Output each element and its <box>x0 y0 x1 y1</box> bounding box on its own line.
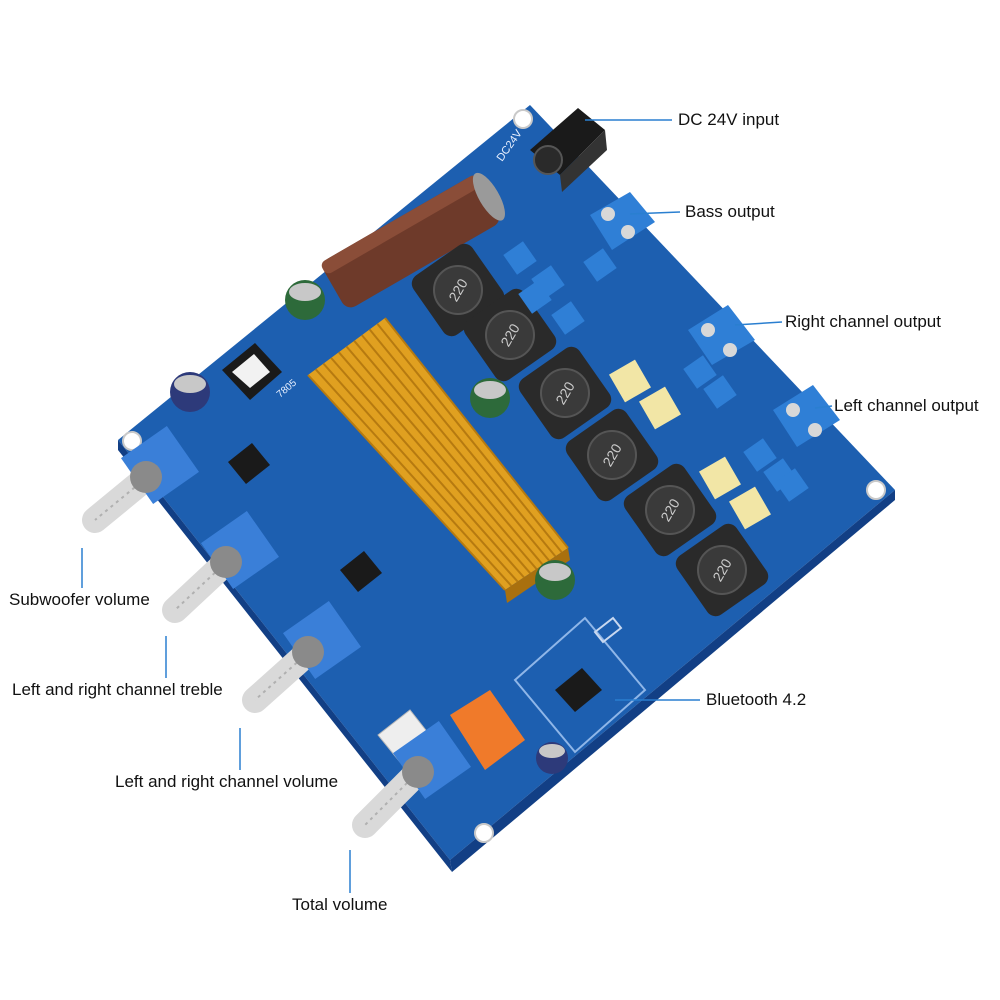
smd-capacitor <box>743 438 777 472</box>
lr-volume-pot <box>242 601 361 713</box>
electrolytic-capacitor <box>536 742 568 774</box>
heatsink <box>307 317 570 603</box>
treble-label: Left and right channel treble <box>12 680 223 699</box>
left-output-terminal <box>773 385 840 447</box>
heatsink-fin <box>338 351 531 574</box>
mount-hole <box>866 480 886 500</box>
heatsink-fin <box>307 374 506 591</box>
mount-hole <box>513 109 533 129</box>
relay <box>450 690 525 770</box>
mount-hole <box>474 823 494 843</box>
heatsink-fin <box>384 317 569 549</box>
inductor: 220 <box>675 523 769 617</box>
heatsink-fin <box>368 328 557 558</box>
film-capacitor <box>639 386 681 430</box>
film-capacitor <box>609 359 651 403</box>
smd-capacitor <box>775 468 809 502</box>
bluetooth-module <box>513 616 647 754</box>
inductor: 220 <box>518 346 612 440</box>
right-output-terminal <box>688 305 755 365</box>
pcb-edge <box>450 490 895 872</box>
dc-jack <box>530 108 607 192</box>
electrolytic-capacitor <box>470 378 510 418</box>
inductor: 220 <box>411 243 505 337</box>
film-capacitor <box>699 456 741 500</box>
bass-output-label: Bass output <box>685 202 775 221</box>
heatsink-fin <box>361 334 550 562</box>
bass-output-terminal <box>590 192 655 250</box>
ic-chip <box>228 443 270 484</box>
heatsink-fin <box>330 357 525 579</box>
bulk-capacitor <box>321 172 505 308</box>
left-output-label: Left channel output <box>834 396 979 415</box>
smd-capacitor <box>518 280 552 314</box>
subwoofer-volume-label: Subwoofer volume <box>9 590 150 609</box>
smd-capacitor <box>503 241 537 275</box>
total-volume-label: Total volume <box>292 895 388 914</box>
inductor: 220 <box>623 463 717 557</box>
heatsink-fin <box>345 345 538 570</box>
bluetooth-label: Bluetooth 4.2 <box>706 690 807 709</box>
total-volume-pot <box>352 721 471 838</box>
right-output-label: Right channel output <box>785 312 941 331</box>
film-capacitor <box>729 486 771 530</box>
smd-capacitor <box>583 248 617 282</box>
mount-hole <box>122 431 142 451</box>
heatsink-fin <box>353 340 544 566</box>
treble-pot <box>162 511 279 623</box>
inductor: 220 <box>565 408 659 502</box>
smd-capacitor <box>703 375 737 409</box>
dc-input-label: DC 24V input <box>678 110 780 129</box>
leader-lines <box>81 119 833 893</box>
electrolytic-capacitor <box>170 372 210 412</box>
heatsink-fin <box>376 323 563 553</box>
lr-volume-label: Left and right channel volume <box>115 772 339 791</box>
leader-right-output <box>734 321 783 326</box>
heatsink-fin <box>322 362 519 583</box>
smd-capacitor <box>551 301 585 335</box>
leader-left-output <box>814 405 833 409</box>
smd-capacitor <box>683 355 717 389</box>
voltage-regulator <box>222 343 282 400</box>
electrolytic-capacitor <box>285 280 325 320</box>
leader-bass-output <box>629 211 681 215</box>
electrolytic-capacitor <box>535 560 575 600</box>
heatsink-fin <box>314 368 513 587</box>
subwoofer-volume-pot <box>82 426 199 533</box>
ic-chip <box>340 551 382 592</box>
